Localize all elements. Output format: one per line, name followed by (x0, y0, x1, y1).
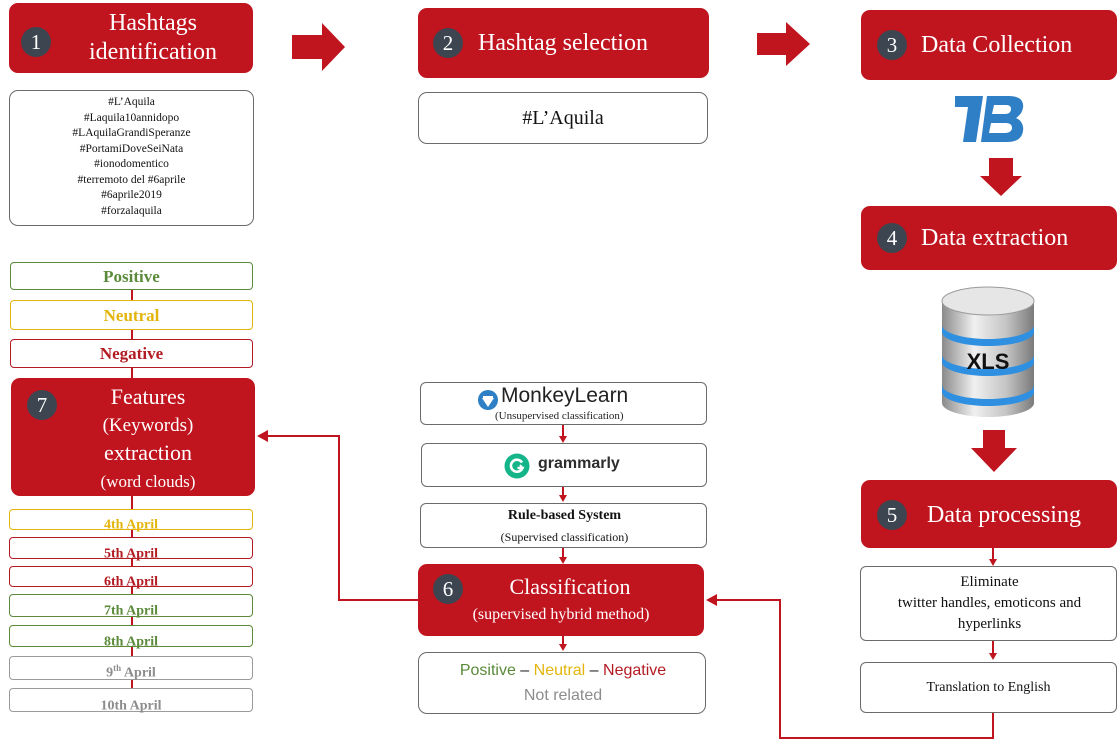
rule-based-name: Rule-based System (507, 508, 622, 523)
arrow-right-icon (757, 22, 810, 66)
hashtag-item: #L’Aquila (108, 96, 155, 108)
step-6-box: 6 Classification (supervised hybrid meth… (418, 564, 704, 636)
arrow-down-icon (980, 158, 1022, 196)
grammarly-name: grammarly (538, 455, 620, 472)
hashtag-item: #terremoto del #6aprile (77, 173, 186, 186)
selected-hashtag: #L’Aquila (418, 92, 708, 144)
step-number: 7 (27, 390, 57, 420)
date-item: 7th April (9, 594, 253, 619)
step-title: Data extraction (921, 225, 1069, 251)
arrow-right-icon (292, 23, 345, 71)
step-subtitle: (supervised hybrid method) (472, 606, 650, 623)
translation-box: Translation to English (860, 662, 1117, 713)
date-list: 4th April 5th April 6th April 7th April … (9, 509, 253, 714)
hashtag-item: #ionodomentico (94, 158, 169, 170)
database-icon (941, 286, 1035, 417)
rule-based-subtitle: (Supervised classification) (500, 530, 629, 544)
step-4-box: 4 Data extraction (861, 206, 1117, 270)
step-number: 2 (433, 28, 463, 58)
date-item: 6th April (9, 566, 253, 590)
step-7-box: 7 Features (Keywords) extraction (word c… (11, 378, 255, 496)
hashtag-item: #LAquilaGrandiSperanze (72, 127, 191, 139)
step-1-box: 1 Hashtags identification (9, 3, 253, 73)
sentiment-neutral: Neutral (10, 300, 253, 330)
hashtag-item: #PortamiDoveSeiNata (79, 142, 184, 155)
sentiment-negative: Negative (10, 339, 253, 368)
date-item: 10th April (9, 688, 253, 714)
hashtag-item: #Laquila10annidopo (83, 111, 180, 124)
classification-result: Positive – Neutral – Negative Not relate… (418, 652, 706, 714)
hashtag-item: #forzalaquila (101, 204, 162, 217)
result-labels: Positive – Neutral – Negative (459, 662, 667, 679)
grammarly-logo-icon (504, 453, 530, 479)
step-title: Hashtag selection (478, 30, 648, 56)
result-not-related: Not related (523, 687, 603, 704)
date-item: 9th April (9, 656, 253, 681)
step-number: 5 (877, 500, 907, 530)
monkeylearn-logo-icon (478, 390, 498, 410)
step-3-box: 3 Data Collection (861, 10, 1117, 80)
date-item: 8th April (9, 625, 253, 650)
eliminate-text: Eliminate twitter handles, emoticons and… (897, 574, 1082, 632)
sentiment-positive: Positive (10, 262, 253, 290)
step-number: 4 (877, 223, 907, 253)
step-number: 6 (433, 574, 463, 604)
rule-based-box: Rule-based System (Supervised classifica… (420, 503, 707, 548)
step-title: Hashtags identification (89, 10, 217, 65)
date-item: 4th April (9, 509, 253, 533)
monkeylearn-subtitle: (Unsupervised classification) (495, 410, 624, 422)
step-title: Classification (509, 574, 631, 599)
eliminate-box: Eliminate twitter handles, emoticons and… (860, 566, 1117, 641)
step-title: Data Collection (921, 32, 1073, 58)
monkeylearn-box: MonkeyLearn (Unsupervised classification… (420, 382, 707, 425)
database-label: XLS (966, 349, 1010, 374)
xls-database: XLS (939, 285, 1037, 420)
grammarly-box: grammarly (421, 443, 707, 487)
step-2-box: 2 Hashtag selection (418, 8, 709, 78)
arrow-down-icon (971, 430, 1017, 472)
step-number: 3 (877, 30, 907, 60)
date-item: 5th April (9, 537, 253, 562)
hashtag-list: #L’Aquila #Laquila10annidopo #LAquilaGra… (9, 90, 254, 226)
twitter-bot-logo-icon (955, 96, 1024, 142)
step-5-box: 5 Data processing (861, 480, 1117, 548)
hashtag-item: #6aprile2019 (101, 189, 162, 201)
step-title: Features (Keywords) extraction (word clo… (100, 384, 196, 491)
monkeylearn-name: MonkeyLearn (501, 384, 629, 407)
step-title: Data processing (927, 502, 1081, 528)
step-number: 1 (21, 27, 51, 57)
